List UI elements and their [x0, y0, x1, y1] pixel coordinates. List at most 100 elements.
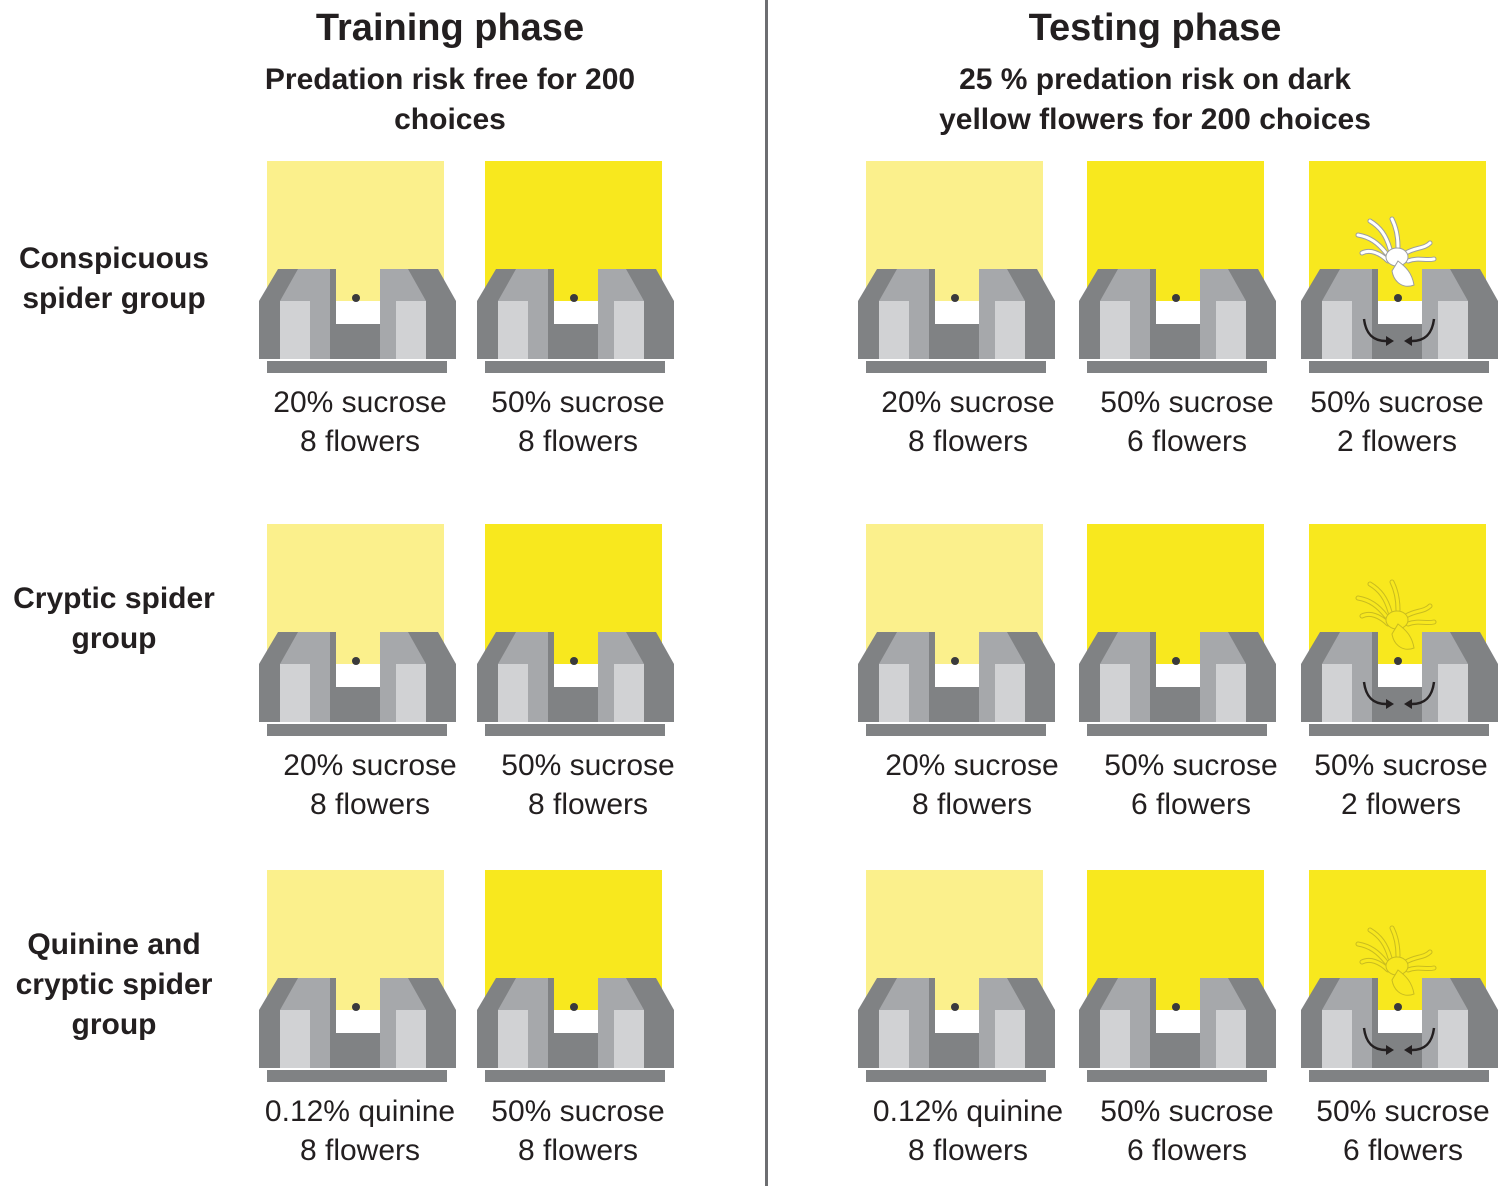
caption-line1: 20% sucrose	[283, 749, 457, 782]
base-plate	[1309, 361, 1489, 373]
testing-flower-caption: 0.12% quinine 8 flowers	[858, 1092, 1078, 1170]
base-plate	[485, 724, 665, 736]
nectar-dot	[352, 657, 360, 665]
caption-line1: 50% sucrose	[1100, 386, 1274, 419]
group-label-line: group	[71, 622, 157, 655]
testing-flower	[857, 870, 1057, 1090]
cryptic-spider-icon	[1355, 925, 1437, 996]
lure-arrows-icon	[1362, 681, 1436, 709]
base-plate	[866, 1070, 1046, 1082]
training-phase-title: Training phase	[315, 7, 585, 49]
left-block-front	[280, 301, 310, 359]
caption-line2: 8 flowers	[911, 788, 1033, 821]
nectar-dot	[1172, 294, 1180, 302]
group-label-line: Cryptic spider	[13, 582, 215, 615]
right-block-front	[614, 1010, 644, 1068]
left-block-front	[498, 664, 528, 722]
nectar-dot	[352, 294, 360, 302]
base-plate	[485, 361, 665, 373]
caption-line1: 20% sucrose	[885, 749, 1059, 782]
left-block-front	[1322, 301, 1352, 359]
left-block-front	[1322, 1010, 1352, 1068]
caption-line1: 50% sucrose	[1100, 1095, 1274, 1128]
testing-flower-caption: 20% sucrose 8 flowers	[858, 383, 1078, 461]
group-label-quinine: Quinine and cryptic spider group	[0, 925, 228, 1045]
base-plate	[1309, 1070, 1489, 1082]
caption-line1: 0.12% quinine	[264, 1095, 456, 1128]
caption-line2: 8 flowers	[527, 788, 649, 821]
training-phase-subtitle: Predation risk free for 200 choices	[230, 60, 670, 140]
training-flower	[258, 524, 458, 744]
training-flower-caption: 50% sucrose 8 flowers	[468, 1092, 688, 1170]
training-flower	[258, 870, 458, 1090]
nectar-dot	[570, 1003, 578, 1011]
right-block-front	[396, 301, 426, 359]
training-flower	[476, 870, 676, 1090]
training-subtitle-line2: choices	[394, 103, 506, 136]
lure-arrows-icon	[1362, 318, 1436, 346]
nectar-dot	[570, 657, 578, 665]
group-label-line: group	[71, 1008, 157, 1041]
left-block-front	[498, 301, 528, 359]
nectar-dot	[1172, 657, 1180, 665]
caption-line2: 6 flowers	[1342, 1134, 1464, 1167]
testing-flower	[1300, 161, 1500, 381]
caption-line2: 8 flowers	[299, 1134, 421, 1167]
testing-flower	[857, 524, 1057, 744]
right-block-front	[1438, 301, 1468, 359]
group-label-conspicuous: Conspicuous spider group	[0, 239, 228, 319]
right-block-front	[614, 301, 644, 359]
testing-flower	[857, 161, 1057, 381]
testing-phase-title: Testing phase	[1028, 7, 1282, 49]
caption-line2: 8 flowers	[907, 1134, 1029, 1167]
nectar-dot	[1394, 657, 1402, 665]
nectar-dot	[352, 1003, 360, 1011]
caption-line1: 50% sucrose	[501, 749, 675, 782]
nectar-dot	[951, 294, 959, 302]
base-plate	[866, 361, 1046, 373]
caption-line1: 0.12% quinine	[872, 1095, 1064, 1128]
caption-line2: 8 flowers	[517, 1134, 639, 1167]
nectar-dot	[951, 1003, 959, 1011]
caption-line2: 8 flowers	[299, 425, 421, 458]
left-block-front	[1100, 664, 1130, 722]
testing-flower	[1078, 161, 1278, 381]
caption-line2: 2 flowers	[1336, 425, 1458, 458]
phase-divider	[765, 0, 768, 1186]
caption-line1: 20% sucrose	[881, 386, 1055, 419]
base-plate	[1309, 724, 1489, 736]
left-block-front	[498, 1010, 528, 1068]
left-block-front	[1100, 301, 1130, 359]
caption-line1: 50% sucrose	[1104, 749, 1278, 782]
caption-line2: 8 flowers	[517, 425, 639, 458]
right-block-front	[1216, 301, 1246, 359]
left-block-front	[879, 664, 909, 722]
caption-line1: 50% sucrose	[491, 1095, 665, 1128]
training-flower	[476, 161, 676, 381]
right-block-front	[995, 1010, 1025, 1068]
left-block-front	[1322, 664, 1352, 722]
left-block-front	[879, 301, 909, 359]
testing-subtitle-line2: yellow flowers for 200 choices	[939, 103, 1371, 136]
testing-flower-caption: 20% sucrose 8 flowers	[862, 746, 1082, 824]
testing-subtitle-line1: 25 % predation risk on dark	[959, 63, 1351, 96]
nectar-dot	[570, 294, 578, 302]
nectar-dot	[1172, 1003, 1180, 1011]
group-label-cryptic: Cryptic spider group	[0, 579, 228, 659]
testing-flower	[1300, 870, 1500, 1090]
base-plate	[267, 1070, 447, 1082]
right-block-front	[995, 301, 1025, 359]
group-label-line: cryptic spider	[15, 968, 213, 1001]
base-plate	[1087, 724, 1267, 736]
caption-line2: 6 flowers	[1126, 1134, 1248, 1167]
training-flower-caption: 0.12% quinine 8 flowers	[250, 1092, 470, 1170]
right-block-front	[396, 1010, 426, 1068]
caption-line2: 8 flowers	[907, 425, 1029, 458]
